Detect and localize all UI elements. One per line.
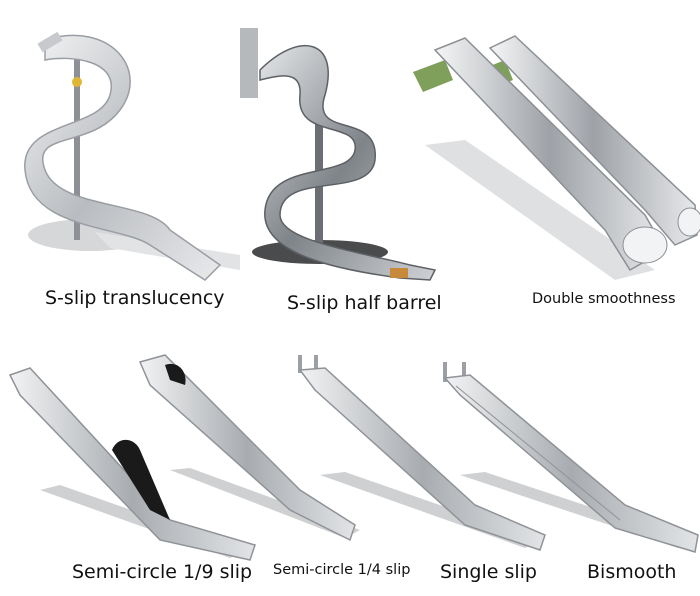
bismooth-image — [443, 362, 699, 553]
s-slip-translucency-image — [24, 31, 240, 281]
label-s-slip-half-barrel: S-slip half barrel — [287, 292, 442, 314]
product-s-slip-half-barrel: S-slip half barrel — [240, 0, 455, 314]
product-double-smoothness: Double smoothness — [405, 0, 700, 307]
single-slip-image — [298, 355, 546, 551]
semi-circle-1-4-slip-image — [138, 354, 360, 542]
s-slip-half-barrel-image — [240, 28, 437, 281]
semi-circle-1-9-slip-image — [8, 367, 256, 561]
label-s-slip-translucency: S-slip translucency — [45, 287, 225, 309]
product-semi-circle-1-9-slip: Semi-circle 1/9 slip — [0, 350, 270, 596]
label-semi-circle-1-4-slip: Semi-circle 1/4 slip — [273, 562, 411, 578]
product-single-slip: Single slip — [290, 350, 550, 596]
double-smoothness-image — [413, 35, 700, 280]
label-semi-circle-1-9-slip: Semi-circle 1/9 slip — [72, 561, 253, 583]
label-single-slip: Single slip — [440, 561, 537, 583]
label-double-smoothness: Double smoothness — [532, 291, 676, 307]
product-semi-circle-1-4-slip: Semi-circle 1/4 slip — [130, 350, 410, 596]
product-s-slip-translucency: S-slip translucency — [0, 0, 240, 309]
label-bismooth: Bismooth — [587, 561, 677, 583]
product-bismooth: Bismooth — [440, 350, 700, 596]
